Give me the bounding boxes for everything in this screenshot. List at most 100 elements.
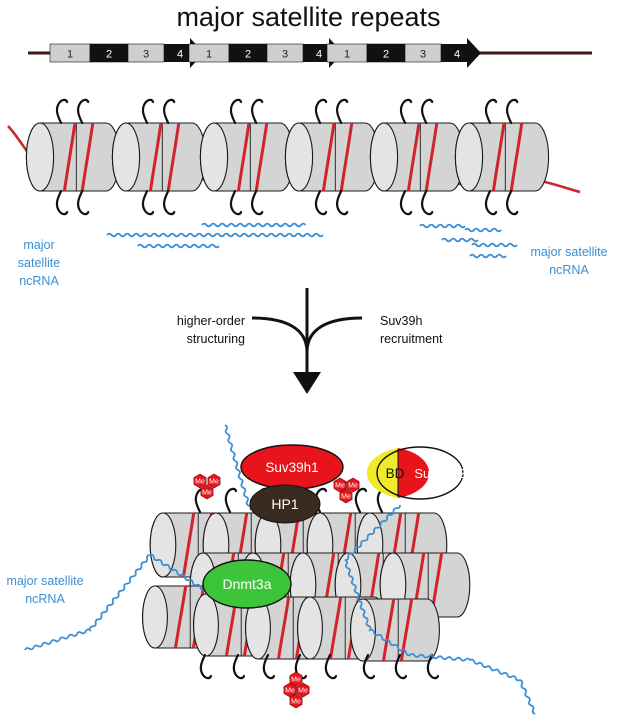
arrow-head <box>293 372 321 394</box>
methyl-label: Me <box>291 677 301 684</box>
step-label-recruitment: Suv39h recruitment <box>380 314 443 346</box>
nucleosome-face <box>350 598 376 662</box>
repeat-segment-arrow <box>441 38 481 68</box>
histone-tail-bottom <box>324 653 338 680</box>
step-label-structuring: higher-order structuring <box>176 314 245 346</box>
methyl-label: Me <box>209 479 219 486</box>
ncrna-label-right: major satellite ncRNA <box>530 245 608 277</box>
histone-tail-top <box>250 98 264 125</box>
repeat-segment-label: 1 <box>344 49 350 61</box>
dna-wrap <box>276 596 291 660</box>
repeat-segment-label: 4 <box>177 49 183 61</box>
histone-tail-bottom <box>399 189 413 216</box>
dnmt3a-protein <box>202 559 292 609</box>
dna-wrap <box>321 122 336 192</box>
histone-tail-bottom <box>55 189 69 216</box>
histone-tail-bottom <box>505 189 519 216</box>
ncrna-transcript <box>471 242 518 248</box>
dna-wrap <box>236 122 251 192</box>
methyl-hexagon <box>346 477 360 493</box>
histone-tail-top <box>335 98 349 125</box>
arrow-branch-right <box>305 316 363 353</box>
methyl-mark: Me <box>339 488 353 504</box>
histone-tail-bottom <box>229 189 243 216</box>
repeat-segment-label: 2 <box>245 49 251 61</box>
methyl-hexagon <box>283 682 297 698</box>
histone-tail-bottom <box>199 653 213 680</box>
suv39h2-protein <box>398 448 430 498</box>
nucleosome-face <box>199 122 229 192</box>
methyl-hexagon <box>289 693 303 709</box>
nucleosome-face <box>25 122 55 192</box>
nucleosome <box>111 98 207 216</box>
suv39h2-label: Suv39h2 <box>414 466 465 481</box>
ncrna-strand-top <box>224 424 252 511</box>
histone-tail-bottom <box>420 189 434 216</box>
repeat-segment-label: 2 <box>383 49 389 61</box>
histone-tail-top <box>420 98 434 125</box>
figure-title: major satellite repeats <box>176 2 441 32</box>
histone-tail-top <box>354 487 368 514</box>
histone-tail-top <box>162 98 176 125</box>
dna-wrap <box>80 122 95 192</box>
histone-tail-bottom <box>141 189 155 216</box>
dna-wrap <box>148 122 163 192</box>
methyl-label: Me <box>285 688 295 695</box>
methyl-hexagon <box>339 488 353 504</box>
histone-tail-top <box>76 98 90 125</box>
histone-tail-bottom <box>394 653 408 680</box>
methyl-label: Me <box>348 483 358 490</box>
histone-tail-bottom <box>335 189 349 216</box>
dna-wrap <box>509 122 524 192</box>
methyl-label: Me <box>298 688 308 695</box>
histone-tail-bottom <box>362 653 376 680</box>
ncrna-strand-left <box>24 553 221 651</box>
ncrna-strand-right <box>344 504 536 715</box>
repeat-segment-label: 1 <box>206 49 212 61</box>
methyl-hexagon <box>296 682 310 698</box>
histone-tail-bottom <box>232 653 246 680</box>
ncrna-label-left: major satellite ncRNA <box>17 238 61 288</box>
nucleosome <box>369 98 465 216</box>
dnmt3a-label: Dnmt3a <box>222 576 271 592</box>
ncrna-transcript <box>464 227 502 233</box>
histone-tail-bottom <box>484 189 498 216</box>
dna-wrap <box>424 122 439 192</box>
nucleosome <box>284 98 380 216</box>
nucleosome <box>350 598 440 662</box>
suv39h1-label: Suv39h1 <box>265 460 318 475</box>
histone-tail-top <box>505 98 519 125</box>
methyl-hexagon <box>200 484 214 500</box>
ncrna-transcript <box>201 222 307 228</box>
histone-tail-bottom <box>76 189 90 216</box>
ncrna-transcript <box>137 243 220 249</box>
methyl-mark: Me <box>200 484 214 500</box>
histone-tail-bottom <box>314 189 328 216</box>
methyl-mark: Me <box>296 682 310 698</box>
nucleosome <box>25 98 121 216</box>
dna-wrap <box>399 598 414 662</box>
nucleosome <box>199 98 295 216</box>
methyl-hexagon <box>193 473 207 489</box>
dna-wrap <box>491 122 506 192</box>
methyl-mark: Me <box>346 477 360 493</box>
methyl-label: Me <box>341 494 351 501</box>
ncrna-transcript <box>106 232 324 238</box>
methyl-hexagon <box>289 671 303 687</box>
methyl-label: Me <box>202 490 212 497</box>
nucleosome-face <box>369 122 399 192</box>
repeat-segment-label: 2 <box>106 49 112 61</box>
ncrna-transcripts-top <box>106 222 518 259</box>
dna-wrap <box>173 585 188 649</box>
dna-wrap <box>181 512 196 578</box>
suv39h2-outline <box>376 446 464 500</box>
hp1-protein <box>249 484 321 524</box>
repeat-segment-label: 3 <box>282 49 288 61</box>
repeat-segment-label: 4 <box>454 49 460 61</box>
histone-tail-top <box>141 98 155 125</box>
histone-tail-top <box>484 98 498 125</box>
histone-tail-bottom <box>426 653 440 680</box>
